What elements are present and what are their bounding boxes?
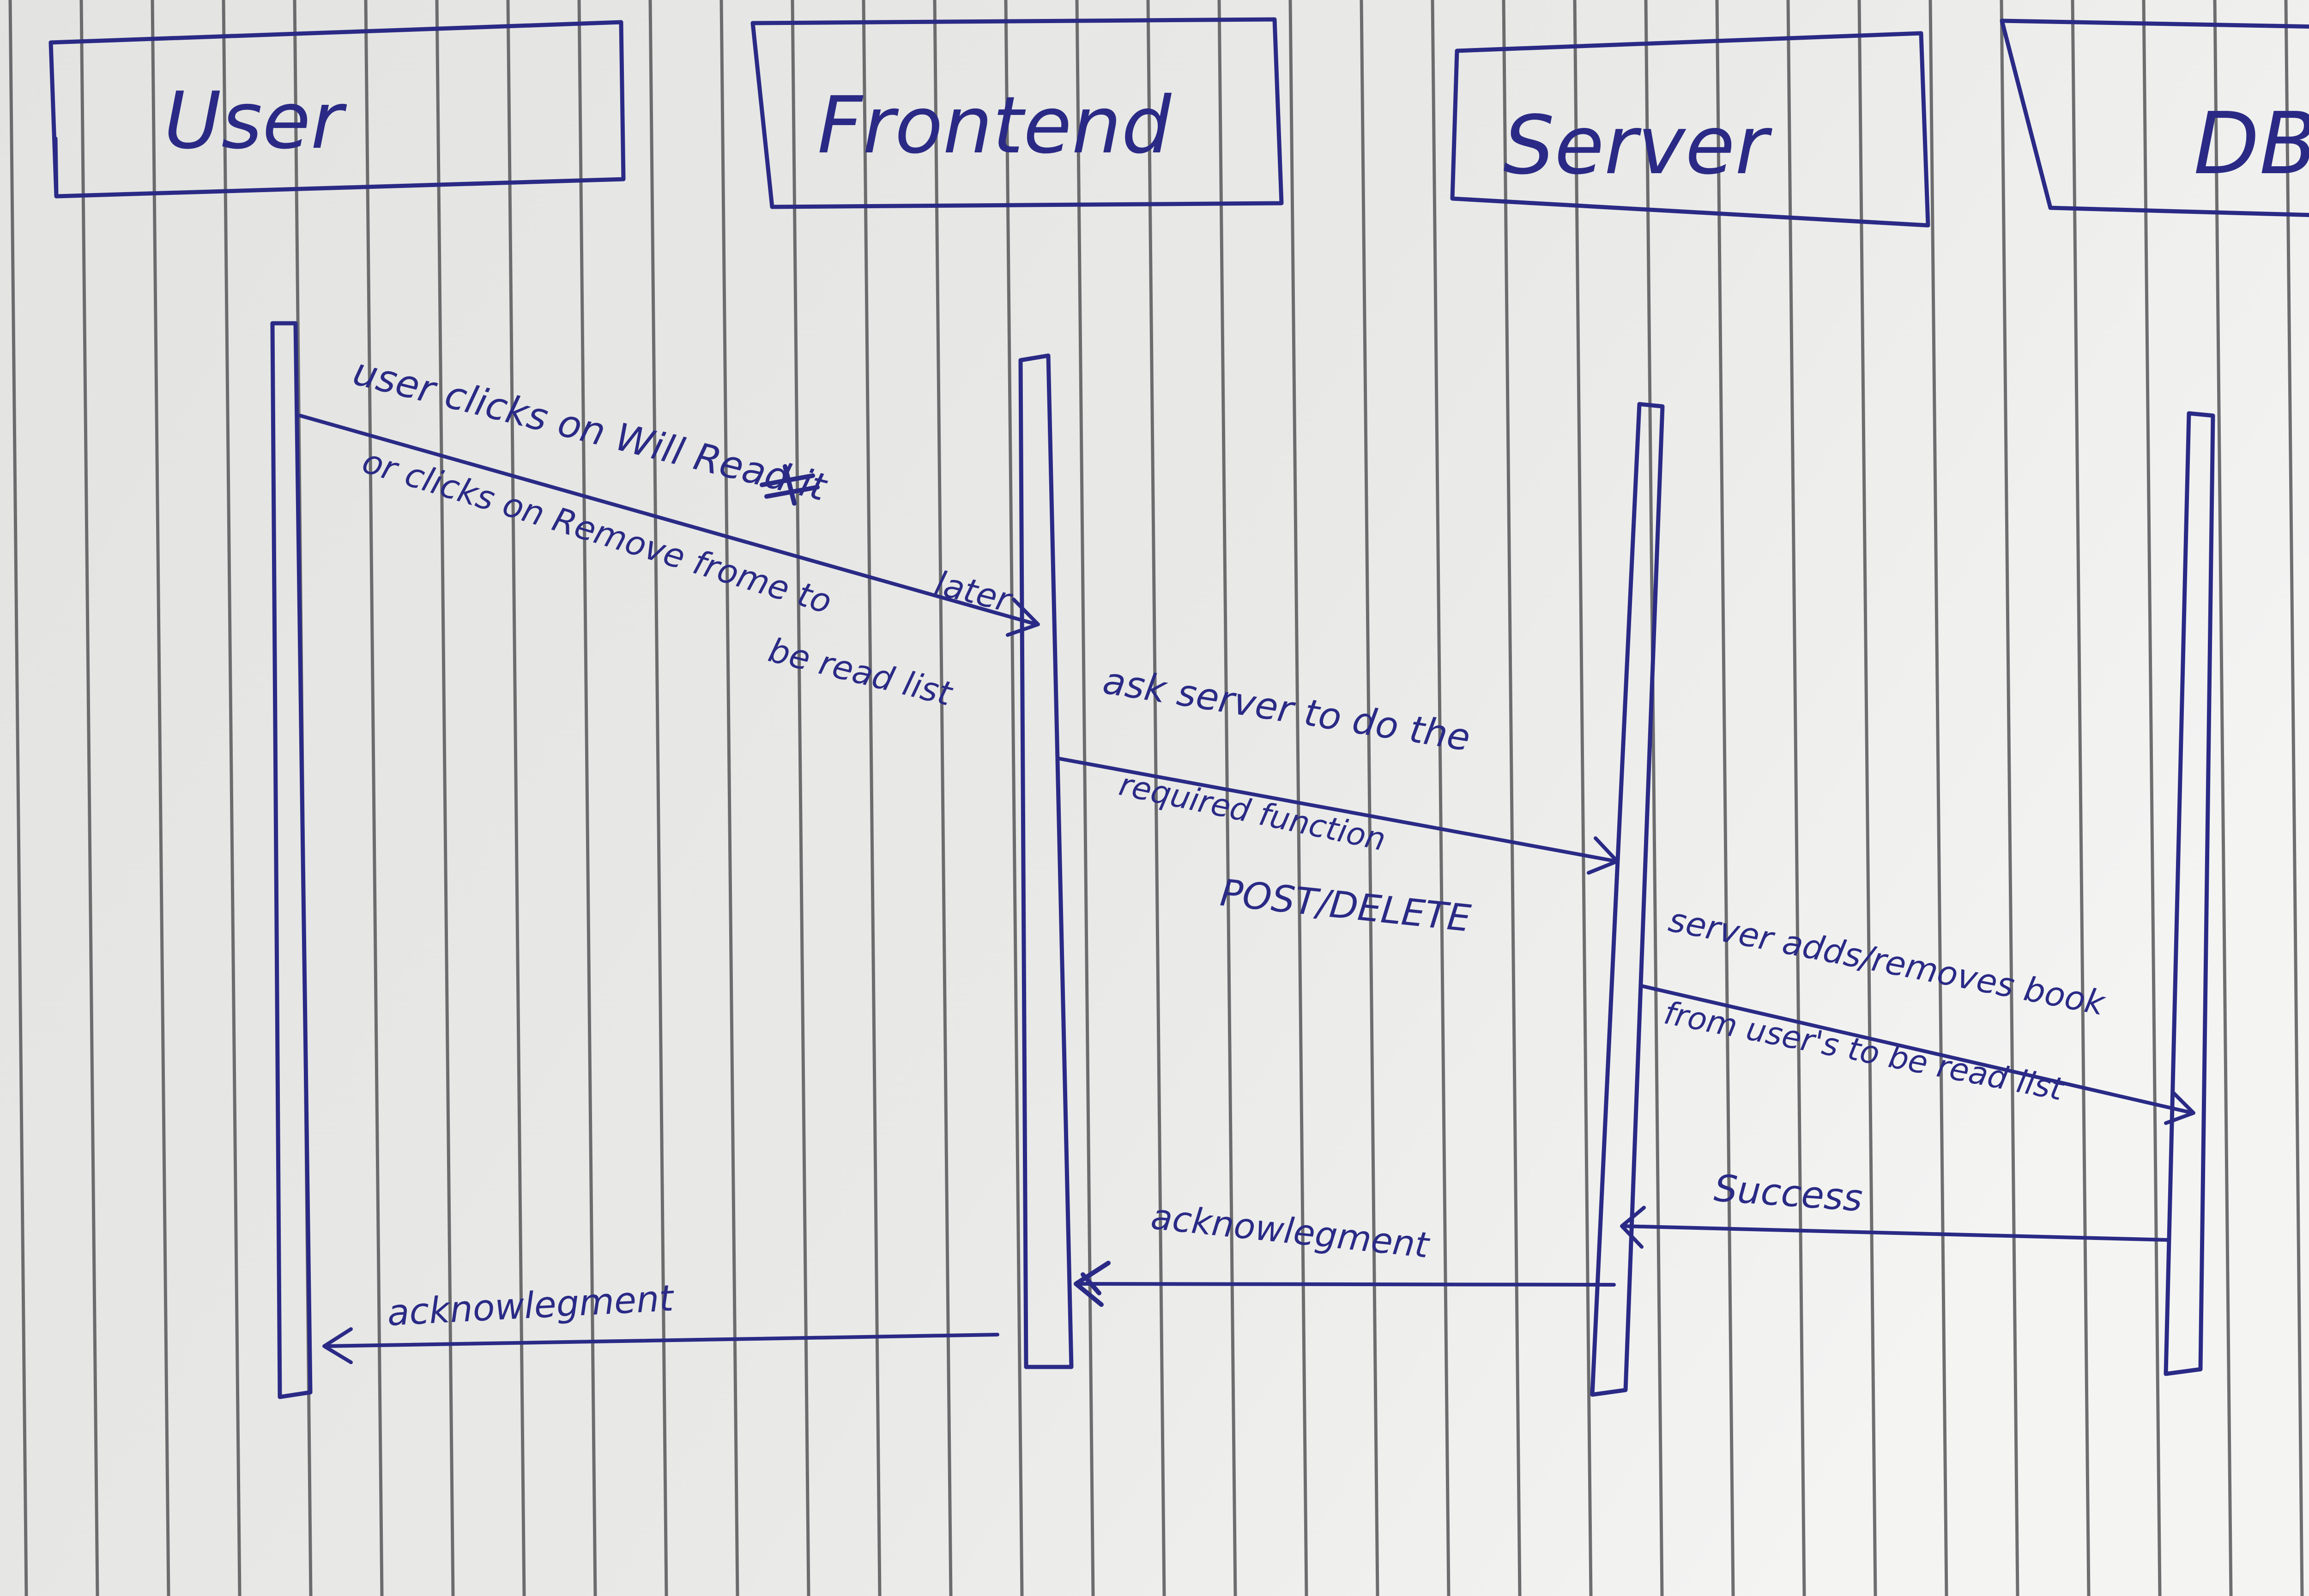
ruling-line <box>2284 0 2304 1596</box>
lifeline-server <box>1590 402 1665 1397</box>
ruling-line <box>1075 0 1095 1596</box>
participant-label: User <box>164 75 347 167</box>
scribble-mark <box>760 464 820 506</box>
message-text: Success <box>1713 1167 1864 1220</box>
ruling-line <box>2071 0 2091 1596</box>
ruling-line <box>1217 0 1237 1596</box>
arrow-line <box>298 414 1039 626</box>
ruling-line <box>1928 0 1948 1596</box>
lifeline-db <box>2164 411 2215 1376</box>
ruling-line <box>8 0 28 1596</box>
arrowhead-icon <box>1006 598 1040 637</box>
arrow-line <box>1074 1282 1616 1287</box>
ruling-line <box>151 0 170 1596</box>
ruling-line <box>1288 0 1308 1596</box>
participant-db: DB <box>2000 18 2309 218</box>
ruling-line <box>1004 0 1024 1596</box>
lifeline-user <box>270 321 313 1399</box>
arrow-line <box>1056 756 1618 863</box>
ruling-line <box>1431 0 1451 1596</box>
ruling-line <box>1360 0 1379 1596</box>
ruling-line <box>1146 0 1166 1596</box>
ruling-line <box>506 0 526 1596</box>
lifeline-frontend <box>1018 353 1074 1369</box>
arrow-line <box>324 1333 999 1348</box>
arrowhead-icon <box>1620 1206 1646 1249</box>
arrowhead-icon <box>1587 836 1619 875</box>
paper-rulings <box>8 0 2304 1596</box>
participant-label: Frontend <box>817 80 1172 171</box>
participant-server: Server <box>1450 31 1930 228</box>
arrowhead-icon <box>322 1327 353 1364</box>
ruling-line <box>791 0 810 1596</box>
ruling-line <box>222 0 242 1596</box>
ruling-line <box>1715 0 1735 1596</box>
ruling-line <box>364 0 384 1596</box>
arrow-line <box>1621 1224 2170 1242</box>
ruling-line <box>2213 0 2233 1596</box>
ruling-line <box>1857 0 1877 1596</box>
ruling-line <box>2142 0 2162 1596</box>
ruling-line <box>79 0 99 1596</box>
arrow-line <box>1640 984 2194 1115</box>
ruling-line <box>1644 0 1664 1596</box>
arrowhead-icon <box>1074 1261 1111 1307</box>
message-db-to-server: Success <box>1620 1167 2170 1249</box>
participant-frontend: Frontend <box>750 17 1284 209</box>
ruling-line <box>2000 0 2019 1596</box>
participant-label: Server <box>1503 99 1772 193</box>
participant-user: User <box>48 20 626 199</box>
ruling-line <box>933 0 953 1596</box>
ruling-line <box>1502 0 1522 1596</box>
arrowhead-icon <box>2164 1090 2195 1125</box>
ruling-line <box>435 0 455 1596</box>
participant-label: DB <box>2194 94 2309 193</box>
ruling-line <box>862 0 882 1596</box>
ruling-line <box>577 0 597 1596</box>
ruling-line <box>1786 0 1806 1596</box>
ruling-line <box>1573 0 1593 1596</box>
ruling-line <box>648 0 668 1596</box>
ruling-line <box>719 0 739 1596</box>
